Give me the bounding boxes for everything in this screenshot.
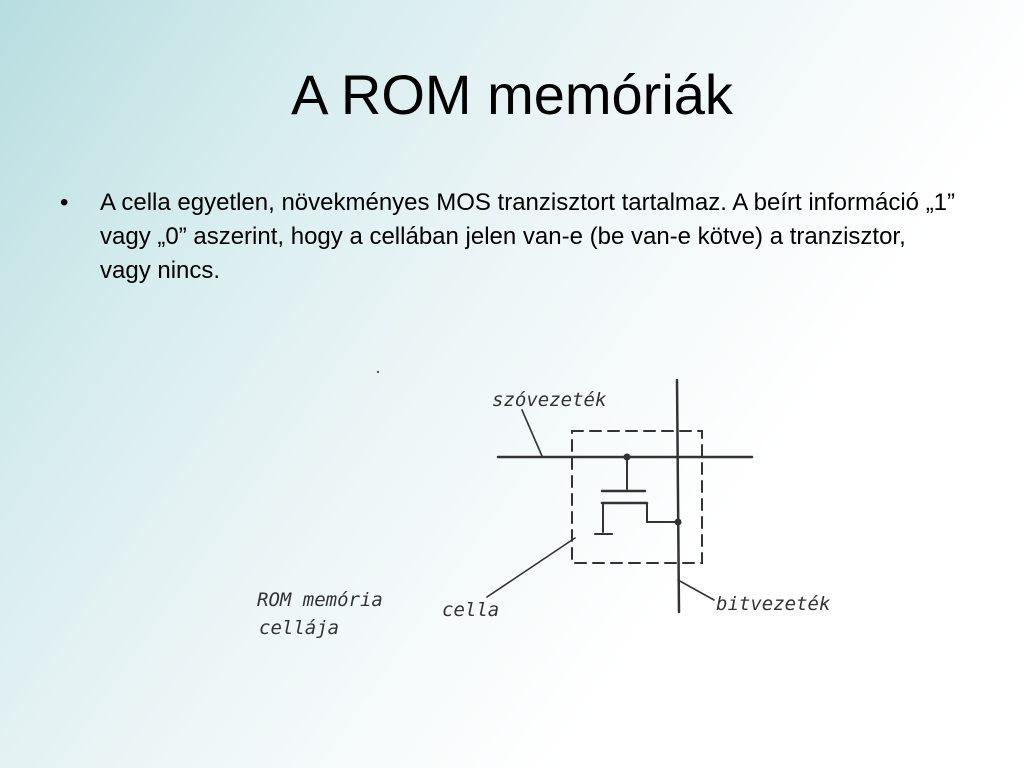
- bit-line-leader: [677, 579, 715, 601]
- gate-junction-dot: [623, 453, 631, 461]
- word-line-label: szóvezeték: [492, 389, 607, 411]
- cell-leader: [486, 537, 576, 598]
- word-line-leader: [521, 409, 543, 457]
- rom-cell-diagram: szóvezeték bitvezeték cella ROM memória …: [257, 370, 831, 639]
- bullet-marker: •: [60, 189, 69, 216]
- slide-title: A ROM memóriák: [291, 63, 733, 126]
- bullet-list: • A cella egyetlen, növekményes MOS tran…: [60, 186, 960, 288]
- caption-line-2: cellája: [259, 617, 339, 639]
- drain-lead: [646, 502, 679, 523]
- bullet-text: A cella egyetlen, növekményes MOS tranzi…: [100, 189, 956, 284]
- drain-junction-dot: [674, 518, 682, 526]
- cell-boundary: [571, 430, 703, 564]
- stray-dot: [376, 370, 380, 374]
- bit-line-label: bitvezeték: [716, 593, 831, 615]
- bit-line: [675, 378, 681, 614]
- bullet-item: • A cella egyetlen, növekményes MOS tran…: [60, 186, 960, 288]
- caption-line-1: ROM memória: [257, 589, 383, 611]
- cell-label: cella: [442, 599, 499, 621]
